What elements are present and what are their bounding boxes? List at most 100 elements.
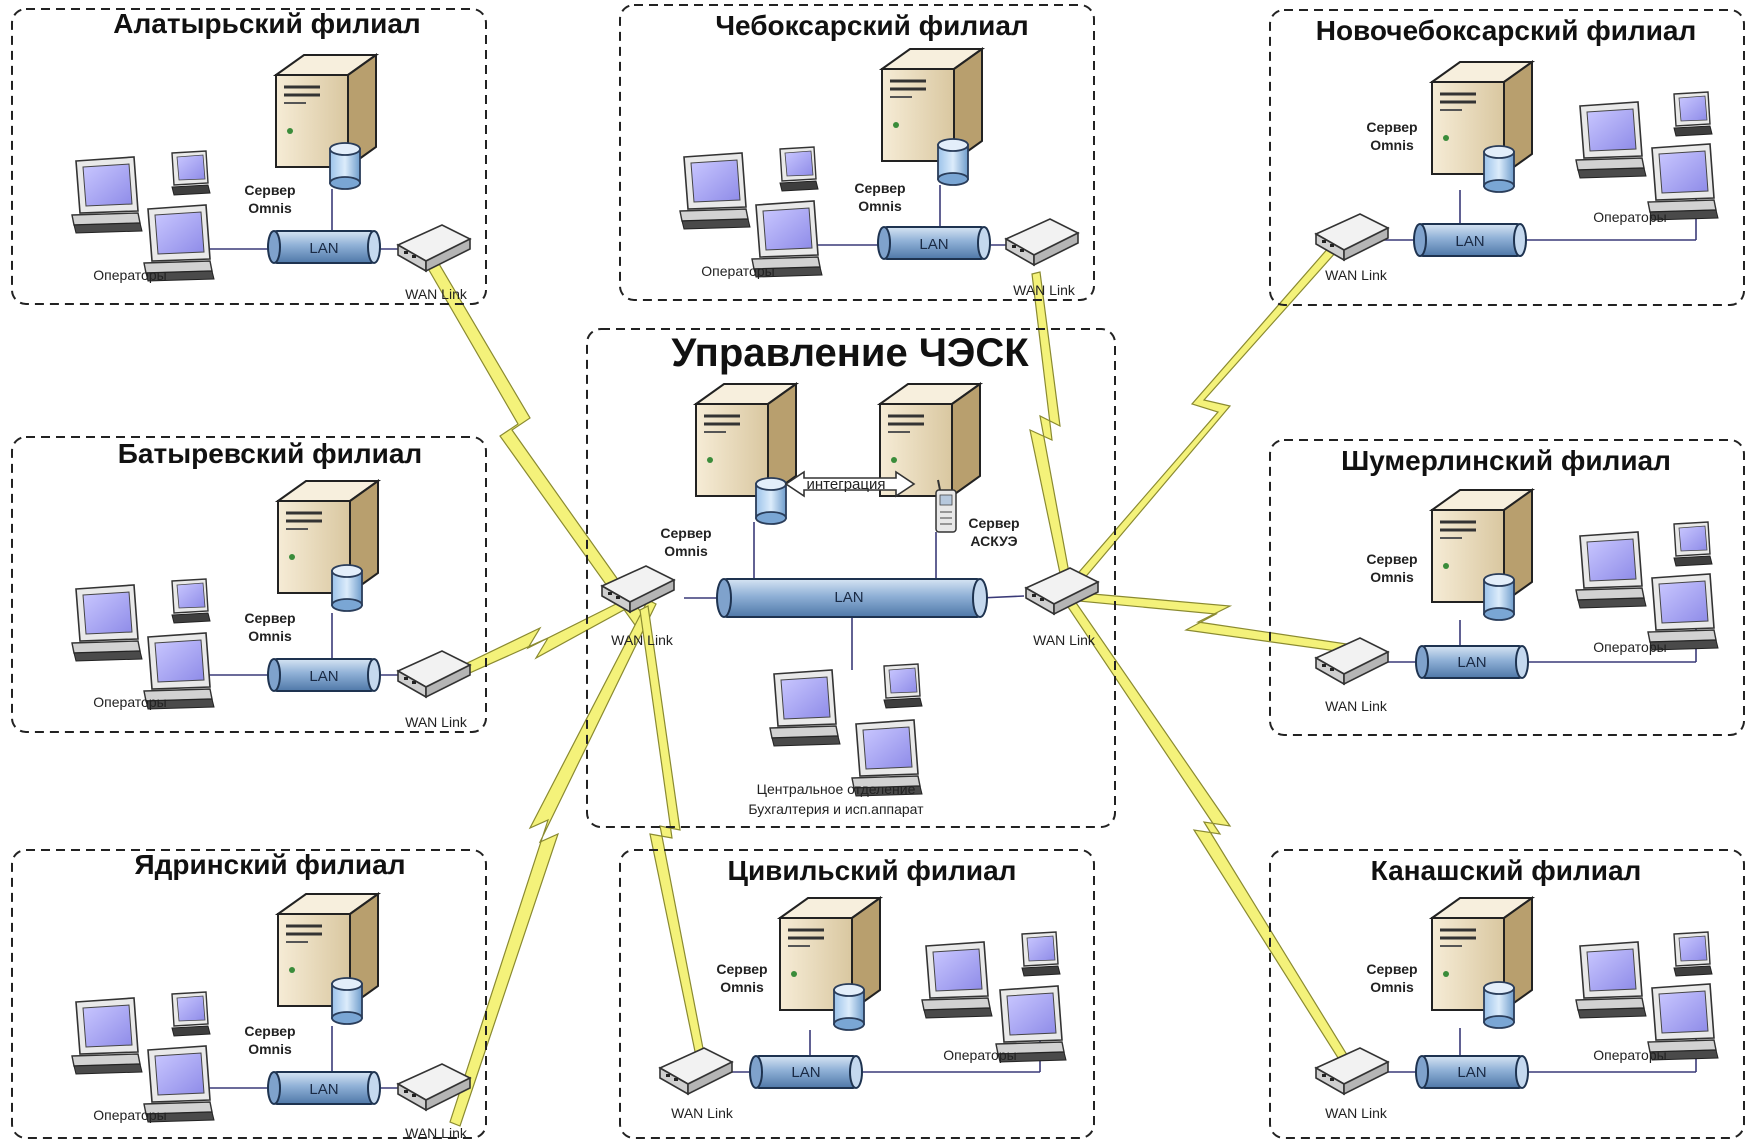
- operator-pc-icon: [71, 584, 143, 662]
- operator-pc-small-icon: [171, 578, 211, 624]
- central-phone-icon: [935, 479, 957, 533]
- link-cheboksary-center: [1029, 271, 1075, 603]
- server-label-1: Сервер: [1366, 119, 1417, 135]
- server-label-1: Сервер: [244, 610, 295, 626]
- branch-title: Батыревский филиал: [118, 438, 422, 469]
- branch-title: Ядринский филиал: [135, 849, 406, 880]
- central-office: Управление ЧЭСК интеграция Сервер Omnis …: [586, 328, 1116, 828]
- central-wan-left-label: WAN Link: [611, 632, 674, 648]
- database-icon: [1483, 573, 1515, 621]
- operator-pc-small-icon: [1021, 931, 1061, 977]
- wan-label: WAN Link: [405, 1125, 468, 1141]
- operator-pc-small-icon: [1673, 521, 1713, 567]
- operator-pc-icon: [1575, 531, 1647, 609]
- server-label-2: Omnis: [248, 200, 292, 216]
- branch-title: Цивильский филиал: [728, 855, 1017, 886]
- branch-title: Новочебоксарский филиал: [1316, 15, 1697, 46]
- branch-kanash: Канашский филиал Сервер Omnis WAN Link L…: [1269, 849, 1745, 1139]
- link-shumerlya-center: [1067, 591, 1361, 655]
- link-alatyr-center: [421, 251, 651, 633]
- operator-pc-small-icon: [779, 146, 819, 192]
- server-label-1: Сервер: [1366, 551, 1417, 567]
- central-askue-label-1: Сервер: [968, 515, 1019, 531]
- branch-alatyr: Алатырьский филиал Сервер Omnis Оператор…: [11, 8, 487, 305]
- lan-label: LAN: [309, 1081, 338, 1098]
- wan-label: WAN Link: [1325, 1105, 1388, 1121]
- branch-title: Алатырьский филиал: [113, 8, 420, 39]
- operator-pc-small-icon: [171, 991, 211, 1037]
- operator-pc-small-icon: [1673, 91, 1713, 137]
- central-omnis-label-1: Сервер: [660, 525, 711, 541]
- database-icon: [937, 138, 969, 186]
- operators-label: Операторы: [701, 263, 774, 279]
- lan-label: LAN: [791, 1064, 820, 1081]
- lan-label: LAN: [919, 236, 948, 253]
- branch-novocheboksarsk: Новочебоксарский филиал Сервер Omnis WAN…: [1269, 9, 1745, 306]
- operator-pc-icon: [71, 997, 143, 1075]
- server-label-2: Omnis: [248, 1041, 292, 1057]
- server-icon: [1430, 60, 1534, 176]
- operators-label: Операторы: [1593, 639, 1666, 655]
- operator-pc-small-icon: [171, 150, 211, 196]
- database-icon: [331, 977, 363, 1025]
- wan-label: WAN Link: [1325, 267, 1388, 283]
- branch-title: Шумерлинский филиал: [1341, 445, 1671, 476]
- link-yadrin-center: [449, 599, 657, 1127]
- lan-label: LAN: [309, 240, 338, 257]
- central-omnis-database-icon: [755, 477, 787, 525]
- branch-cheboksary: Чебоксарский филиал Сервер Omnis Операто…: [619, 4, 1095, 301]
- wan-router-icon: [397, 224, 471, 272]
- operator-pc-icon: [921, 941, 993, 1019]
- wan-label: WAN Link: [671, 1105, 734, 1121]
- database-icon: [1483, 981, 1515, 1029]
- wan-router-icon: [659, 1047, 733, 1095]
- link-tsivilsk-center: [639, 605, 707, 1067]
- branch-title: Канашский филиал: [1371, 855, 1642, 886]
- operator-pc-icon: [679, 152, 751, 230]
- operators-label: Операторы: [93, 1107, 166, 1123]
- lan-label: LAN: [1457, 1064, 1486, 1081]
- server-label-1: Сервер: [716, 961, 767, 977]
- operators-label: Операторы: [93, 694, 166, 710]
- lan-label: LAN: [1457, 654, 1486, 671]
- central-lan-label: LAN: [834, 589, 863, 606]
- wan-label: WAN Link: [405, 714, 468, 730]
- server-label-1: Сервер: [244, 1023, 295, 1039]
- server-label-1: Сервер: [244, 182, 295, 198]
- lan-label: LAN: [309, 668, 338, 685]
- branch-yadrin: Ядринский филиал Сервер Omnis Операторы …: [11, 849, 487, 1141]
- server-icon: [1430, 896, 1534, 1012]
- server-icon: [274, 53, 378, 169]
- database-icon: [331, 564, 363, 612]
- lan-label: LAN: [1455, 233, 1484, 250]
- wan-label: WAN Link: [405, 286, 468, 302]
- branch-batyrevo: Батыревский филиал Сервер Omnis Оператор…: [11, 436, 487, 733]
- branch-title: Чебоксарский филиал: [715, 10, 1028, 41]
- central-office-frame: [586, 328, 1116, 828]
- operators-label: Операторы: [1593, 209, 1666, 225]
- operators-label: Операторы: [943, 1047, 1016, 1063]
- central-office-title: Управление ЧЭСК: [671, 331, 1029, 375]
- operators-label: Операторы: [93, 267, 166, 283]
- operators-label: Операторы: [1593, 1047, 1666, 1063]
- database-icon: [1483, 145, 1515, 193]
- server-label-2: Omnis: [248, 628, 292, 644]
- wan-router-icon: [397, 650, 471, 698]
- server-label-2: Omnis: [720, 979, 764, 995]
- integration-label: интеграция: [807, 476, 886, 493]
- central-pc-small-icon: [883, 663, 923, 709]
- server-icon: [778, 896, 882, 1012]
- wan-router-icon: [1315, 1047, 1389, 1095]
- link-novo-center: [1059, 245, 1337, 601]
- central-lan: LAN: [716, 578, 988, 618]
- server-icon: [276, 892, 380, 1008]
- server-label-2: Omnis: [858, 198, 902, 214]
- operator-pc-icon: [71, 156, 143, 234]
- central-omnis-label-2: Omnis: [664, 543, 708, 559]
- server-label-1: Сервер: [1366, 961, 1417, 977]
- branch-shumerlya: Шумерлинский филиал Сервер Omnis WAN Lin…: [1269, 439, 1745, 736]
- operator-pc-icon: [1575, 101, 1647, 179]
- server-label-1: Сервер: [854, 180, 905, 196]
- operator-pc-small-icon: [1673, 931, 1713, 977]
- server-label-2: Omnis: [1370, 137, 1414, 153]
